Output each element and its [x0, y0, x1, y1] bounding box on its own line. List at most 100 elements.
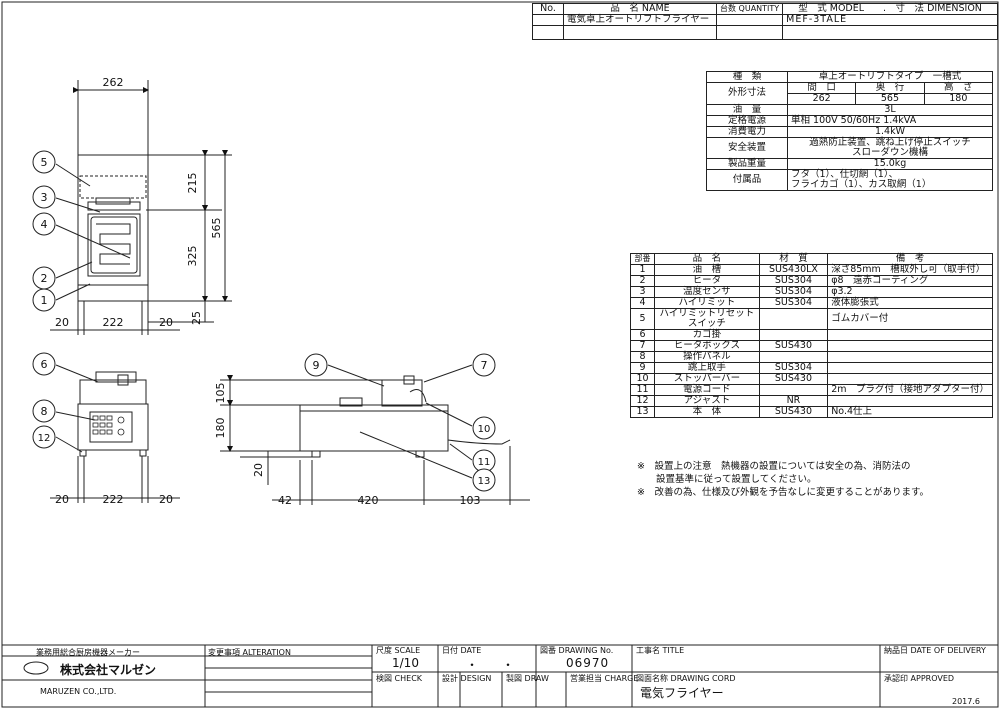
dim-top-width: 262	[103, 76, 124, 89]
dim-top-depth-total: 565	[210, 218, 223, 239]
parts-row-no: 1	[629, 263, 656, 276]
parts-row-no: 12	[629, 394, 656, 407]
header-col-model: 型 式 MODEL . 寸 法 DIMENSION	[782, 3, 998, 15]
spec-type-label: 種 類	[706, 71, 788, 83]
approved-label: 承認印 APPROVED	[884, 674, 955, 683]
parts-row-note	[827, 361, 993, 374]
parts-row-name: ハイリミット	[654, 296, 760, 309]
maker-tag: 業務用総合厨房機器メーカー	[36, 648, 140, 657]
parts-row-no: 5	[629, 307, 656, 330]
spec-oil-value: 3L	[787, 103, 993, 116]
company-name-jp: 株式会社マルゼン	[60, 663, 157, 677]
svg-text:12: 12	[38, 433, 51, 444]
balloon-5: 5	[32, 150, 56, 174]
check-label: 検図 CHECK	[376, 674, 423, 683]
drawing-no-value: 06970	[566, 656, 610, 670]
parts-row-no: 10	[629, 372, 656, 385]
dim-side-front: 103	[460, 494, 481, 507]
title-label: 工事名 TITLE	[636, 646, 685, 655]
drawing-cord-label: 図面名称 DRAWING CORD	[636, 674, 736, 683]
note-line-3: ※ 改善の為、仕様及び外観を予告なしに変更することがあります。	[637, 487, 930, 498]
svg-text:1: 1	[41, 294, 48, 307]
header-col-qty: 台数 QUANTITY	[715, 3, 784, 15]
balloon-1: 1	[32, 288, 56, 312]
parts-row-note: ゴムカバー付	[827, 307, 993, 330]
svg-text:10: 10	[478, 424, 491, 435]
parts-row-no: 2	[629, 274, 656, 287]
drawing-no-label: 図番 DRAWING No.	[540, 646, 614, 655]
notes: ※ 設置上の注意 熱機器の設置については安全の為、消防法の 設置基準に従って設置…	[637, 460, 929, 499]
spec-power-value: 単相 100V 50/60Hz 1.4kVA	[787, 114, 993, 127]
draw-label: 製図 DRAW	[506, 674, 549, 683]
parts-row-note: No.4仕上	[827, 405, 993, 418]
parts-row-material	[758, 383, 829, 396]
dim-side-foot: 20	[252, 463, 265, 477]
balloon-6: 6	[32, 352, 56, 376]
design-label: 設計 DESIGN	[442, 674, 492, 683]
parts-row-name: 跳上取手	[654, 361, 760, 374]
parts-row-material	[758, 328, 829, 341]
spec-dims-h0: 間 口	[786, 81, 857, 94]
balloon-4: 4	[32, 212, 56, 236]
spec-accessories-value: フタ（1）、仕切網（1）、フライカゴ（1）、カス取網（1）	[787, 168, 993, 191]
parts-row-no: 11	[629, 383, 656, 396]
side-view	[220, 364, 530, 505]
svg-text:5: 5	[41, 156, 48, 169]
spec-dims-v0: 262	[786, 92, 857, 105]
dim-top-side1: 20	[55, 316, 69, 329]
parts-row-no: 3	[629, 285, 656, 298]
balloon-9: 9	[304, 353, 328, 377]
dim-front-side2: 20	[159, 493, 173, 506]
product-name: 電気卓上オートリフトフライヤー	[563, 13, 717, 26]
delivery-label: 納品日 DATE OF DELIVERY	[884, 646, 986, 655]
parts-row-name: ハイリミットリセットスイッチ	[654, 307, 760, 330]
alteration-label: 変更事項 ALTERATION	[208, 648, 291, 657]
parts-row-note	[827, 339, 993, 352]
dim-side-rear: 42	[278, 494, 292, 507]
svg-text:2: 2	[41, 272, 48, 285]
header-table: No. 品 名 NAME 台数 QUANTITY 型 式 MODEL . 寸 法…	[532, 3, 998, 40]
spec-dims-v2: 180	[923, 92, 994, 105]
parts-row-no: 4	[629, 296, 656, 309]
note-line-1: ※ 設置上の注意 熱機器の設置については安全の為、消防法の	[637, 461, 911, 472]
parts-row-name: 温度センサ	[654, 285, 760, 298]
parts-row-material: SUS430LX	[758, 263, 829, 276]
svg-text:4: 4	[41, 218, 48, 231]
spec-power-label: 定格電源	[706, 114, 788, 127]
scale-label: 尺度 SCALE	[376, 646, 421, 655]
balloon-2: 2	[32, 266, 56, 290]
svg-text:3: 3	[41, 191, 48, 204]
svg-text:7: 7	[481, 359, 488, 372]
parts-row-material	[758, 307, 829, 330]
spec-dims-h2: 高 さ	[923, 81, 994, 94]
balloon-13: 13	[472, 468, 496, 492]
spec-oil-label: 油 量	[706, 103, 788, 116]
note-line-2: 設置基準に従って設置してください。	[637, 474, 817, 485]
dim-side-body: 420	[358, 494, 379, 507]
spec-consumption-value: 1.4kW	[787, 125, 993, 138]
dim-side-height: 180	[214, 418, 227, 439]
company-name-en: MARUZEN CO.,LTD.	[40, 687, 117, 696]
parts-row-note	[827, 394, 993, 407]
svg-text:9: 9	[313, 359, 320, 372]
spec-safety-label: 安全装置	[706, 136, 788, 159]
dim-front-side1: 20	[55, 493, 69, 506]
dim-top-side2: 20	[159, 316, 173, 329]
parts-row-note	[827, 328, 993, 341]
parts-row-material: SUS304	[758, 274, 829, 287]
parts-row-material: SUS430	[758, 339, 829, 352]
dim-top-depth1: 215	[186, 173, 199, 194]
parts-row-no: 6	[629, 328, 656, 341]
parts-row-name: 油 槽	[654, 263, 760, 276]
header-col-name: 品 名 NAME	[563, 3, 717, 15]
parts-row-name: カゴ掛	[654, 328, 760, 341]
parts-row-name: ヒータ	[654, 274, 760, 287]
spec-accessories-label: 付属品	[706, 168, 788, 191]
